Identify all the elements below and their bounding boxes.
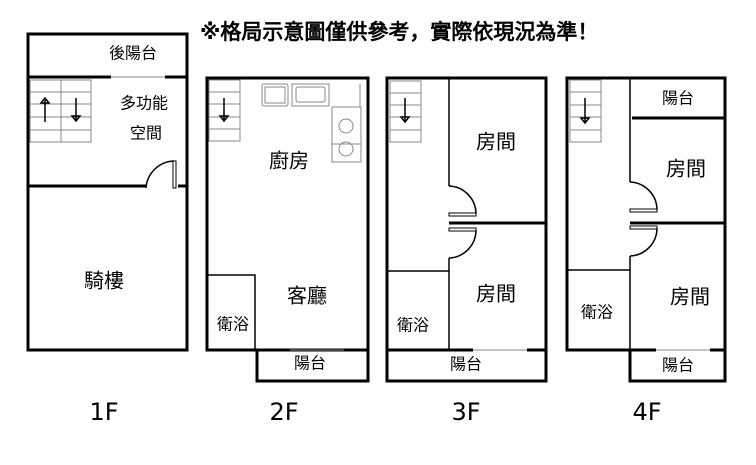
floor-label: 3F <box>451 398 480 426</box>
floor-3f-plan: 房間 房間 衛浴 陽台 <box>385 76 548 383</box>
floor-2f-plan: 廚房 客廳 衛浴 陽台 <box>205 76 370 383</box>
room-label: 廚房 <box>269 149 309 173</box>
door-icon <box>145 160 175 189</box>
room-label: 陽台 <box>450 355 482 374</box>
door-icon <box>629 181 658 257</box>
stairs-icon <box>29 79 92 143</box>
room-label: 衛浴 <box>217 315 249 334</box>
room-label: 房間 <box>670 285 710 309</box>
stairs-icon <box>389 80 422 143</box>
room-label: 後陽台 <box>109 44 157 63</box>
room-label: 空間 <box>130 124 162 143</box>
floor-label: 2F <box>269 398 298 426</box>
floor-1f-plan: 後陽台 多功能 空間 騎樓 <box>26 32 189 352</box>
floor-label: 4F <box>632 398 661 426</box>
room-label: 房間 <box>476 282 516 306</box>
room-label: 陽台 <box>662 356 694 375</box>
disclaimer-title: ※格局示意圖僅供參考，實際依現況為準！ <box>200 20 598 44</box>
room-label: 客廳 <box>287 284 327 308</box>
door-icon <box>448 185 477 259</box>
room-label: 衛浴 <box>397 316 429 335</box>
kitchen-counter-icon <box>261 83 362 163</box>
room-label: 陽台 <box>294 354 326 373</box>
stair-arrow-icon <box>39 96 82 123</box>
room-label: 多功能 <box>120 94 168 113</box>
room-label: 陽台 <box>662 89 694 108</box>
room-label: 房間 <box>476 130 516 154</box>
room-label: 衛浴 <box>581 303 613 322</box>
room-label: 房間 <box>666 157 706 181</box>
floor-4f-plan: 陽台 房間 房間 衛浴 陽台 <box>565 76 727 383</box>
floor-label: 1F <box>89 398 118 426</box>
room-label: 騎樓 <box>84 269 124 293</box>
